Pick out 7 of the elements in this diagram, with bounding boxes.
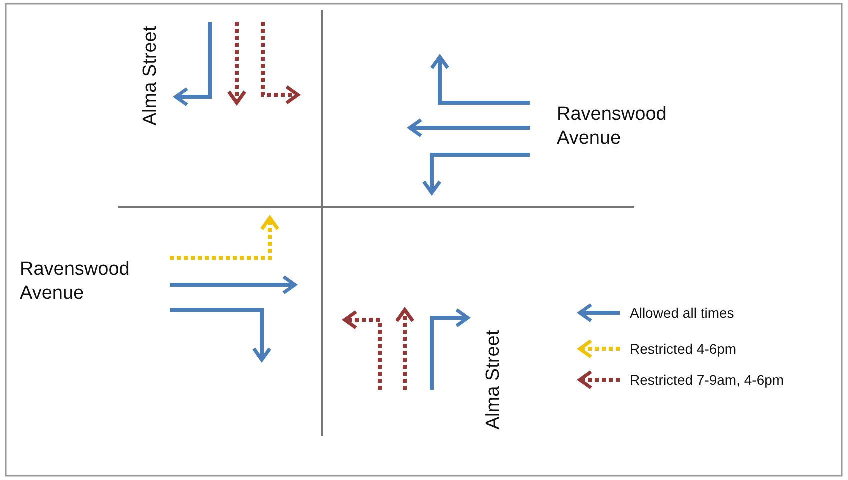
legend-label: Allowed all times bbox=[630, 305, 734, 321]
legend-label: Restricted 4-6pm bbox=[630, 341, 737, 357]
street-name: Ravenswood Avenue bbox=[557, 103, 668, 151]
street-name: Alma Street bbox=[139, 26, 162, 126]
street-name: Ravenswood Avenue bbox=[20, 258, 131, 306]
street-name: Alma Street bbox=[482, 330, 505, 430]
legend-label: Restricted 7-9am, 4-6pm bbox=[630, 372, 784, 388]
